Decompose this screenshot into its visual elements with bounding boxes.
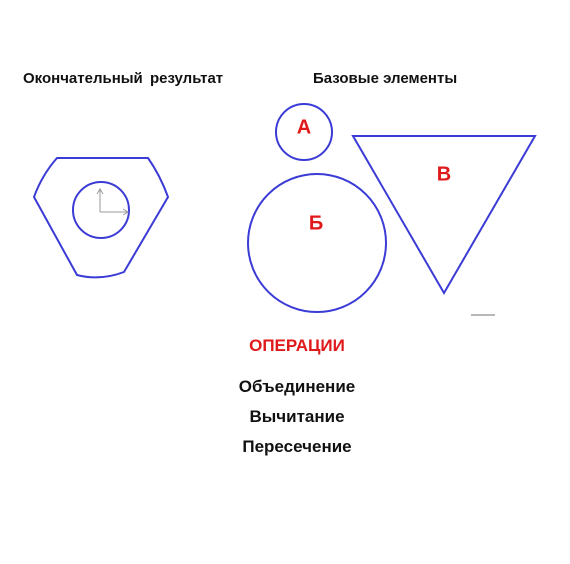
circle-a-label: А <box>296 116 312 139</box>
circle-b <box>247 173 387 313</box>
circle-b-label: Б <box>308 212 324 235</box>
triangle-v-label: В <box>436 163 452 186</box>
operation-intersection: Пересечение <box>242 437 352 456</box>
triangle-v <box>351 135 537 295</box>
final-result-heading: Окончательный результат <box>23 70 224 87</box>
final-result-shape <box>32 157 170 279</box>
axes-marker-icon <box>96 188 129 216</box>
circle-a <box>275 103 333 161</box>
operation-subtraction: Вычитание <box>249 407 345 426</box>
operations-title: ОПЕРАЦИИ <box>249 336 345 355</box>
operation-union: Объединение <box>238 377 356 396</box>
final-result-hole <box>72 181 130 239</box>
base-elements-heading: Базовые элементы <box>313 70 458 87</box>
final-result-outline <box>32 157 170 279</box>
